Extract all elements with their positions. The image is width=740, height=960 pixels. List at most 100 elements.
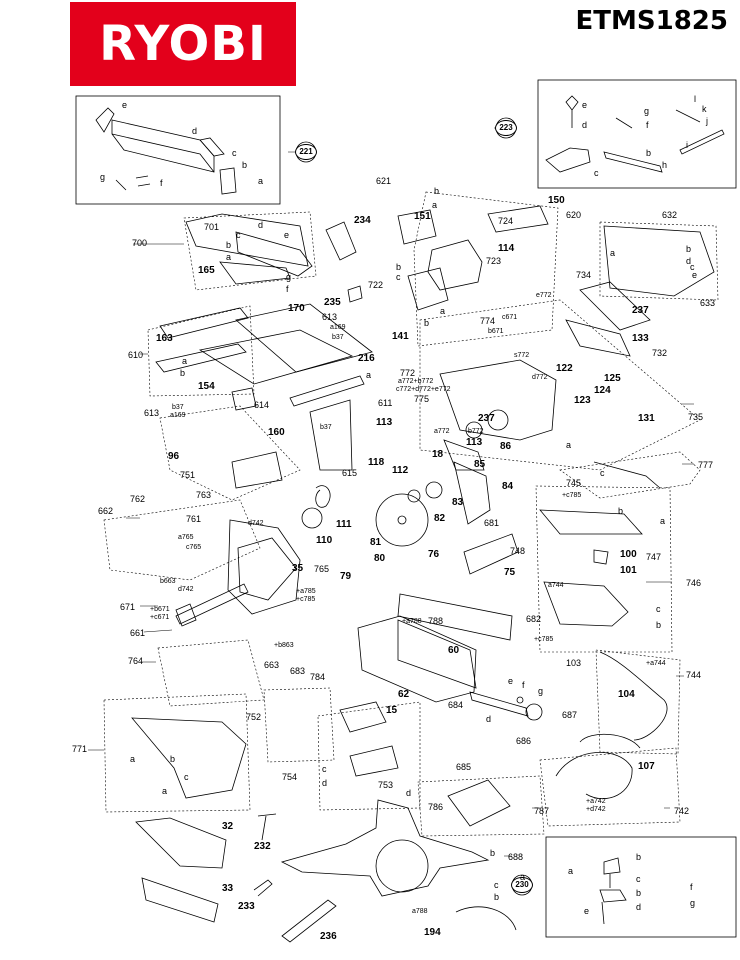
subpart-note: a772 [434, 428, 450, 435]
part-letter: f [286, 284, 289, 294]
slide-rod [469, 691, 529, 717]
part-callout: 752 [246, 712, 262, 722]
part-callout: 744 [686, 670, 702, 680]
part-callout: 747 [646, 552, 662, 562]
part-callout: 775 [414, 394, 430, 404]
kit-223-ref: 223 [495, 120, 517, 136]
subpart-note: a744 [548, 582, 564, 589]
lower-guard [453, 461, 491, 525]
subpart-note: +c785 [562, 492, 582, 499]
part-callout: 787 [534, 806, 550, 816]
rear-cover [407, 267, 449, 311]
side-extension [135, 817, 227, 869]
part-callout: 682 [526, 614, 542, 624]
part-callout: 723 [486, 256, 502, 266]
subpart-note: +b671 [150, 606, 170, 613]
part-letter: c [600, 468, 605, 478]
part-callout: 788 [428, 616, 444, 626]
subpart-note: a788 [412, 908, 428, 915]
subpart-note: +a785 [296, 588, 316, 595]
part-callout: 724 [498, 216, 514, 226]
subpart-note: +d742 [586, 806, 606, 813]
part-callout: 103 [566, 658, 582, 668]
kit-223-letter-b: b [646, 148, 652, 158]
handle-grip [235, 231, 313, 277]
part-callout: 151 [414, 211, 431, 222]
part-letter: d [322, 778, 328, 788]
rail-bar [289, 375, 365, 407]
motor-housing [427, 239, 483, 291]
subpart-note: a772+b772 [398, 378, 434, 385]
hex-key [253, 879, 273, 897]
part-callout: 111 [336, 519, 352, 530]
subpart-note: d742 [178, 586, 194, 593]
part-letter: b [490, 848, 496, 858]
belt-cover [579, 281, 651, 331]
throat-plate [539, 509, 643, 535]
subpart-note: a765 [178, 534, 194, 541]
kit-221-box [75, 95, 281, 205]
fence-end-cap [199, 137, 225, 157]
spring-coil [315, 485, 331, 508]
subpart-note: +c671 [150, 614, 170, 621]
cord-194 [455, 906, 517, 931]
part-callout: 685 [456, 762, 472, 772]
part-callout: 735 [688, 412, 704, 422]
part-callout: 772 [400, 368, 416, 378]
part-callout: 765 [314, 564, 330, 574]
part-callout: 662 [98, 506, 114, 516]
table-top [357, 615, 477, 703]
kit-223-letter-l: l [694, 94, 696, 104]
part-callout: 671 [120, 602, 136, 612]
subpart-note: c765 [186, 544, 202, 551]
subpart-note: +a788 [402, 618, 422, 625]
part-callout: 734 [576, 270, 592, 280]
depth-stop [545, 147, 591, 173]
part-letter: b [180, 368, 186, 378]
part-callout: 610 [128, 350, 144, 360]
drive-belt [565, 319, 631, 357]
model-number: ETMS1825 [575, 6, 728, 36]
subpart-note: s772 [514, 352, 530, 359]
subpart-note: +b863 [274, 642, 294, 649]
part-callout: 613 [144, 408, 160, 418]
kit-230-letter-a: a [568, 866, 574, 876]
part-callout: 237 [632, 305, 649, 316]
part-callout: 85 [474, 459, 486, 470]
part-callout: 81 [370, 537, 382, 548]
part-callout: 80 [374, 553, 386, 564]
part-callout: 194 [424, 927, 441, 938]
trigger-handle [219, 261, 291, 285]
part-callout: 687 [562, 710, 578, 720]
part-callout: 163 [156, 333, 173, 344]
kit-223-letter-d: d [582, 120, 588, 130]
part-letter: c [322, 764, 327, 774]
lock-plate [231, 451, 283, 489]
part-callout: 611 [378, 398, 393, 408]
shaft [175, 603, 197, 627]
part-letter: a [162, 786, 168, 796]
part-letter: c [656, 604, 661, 614]
kit-230-ref: 230 [511, 877, 533, 893]
kit-230-letter-e: e [584, 906, 590, 916]
subpart-note: b37 [332, 334, 344, 341]
part-callout: 686 [516, 736, 532, 746]
guard-housing [603, 225, 715, 297]
kit-221-letter-f: f [160, 178, 163, 188]
stop-bracket [231, 387, 257, 411]
kit-221-letter-g: g [100, 172, 106, 182]
part-letter: b [618, 506, 624, 516]
part-callout: 110 [316, 535, 333, 546]
laser-guide [593, 549, 609, 565]
part-callout: 150 [548, 195, 565, 206]
part-callout: 786 [428, 802, 444, 812]
part-letter: a [130, 754, 136, 764]
kit-230-letter-f: f [690, 882, 693, 892]
motor-arm [227, 519, 301, 615]
brand-logo: RYOBI [70, 2, 296, 86]
part-callout: 745 [566, 478, 582, 488]
guide-bar [603, 151, 663, 173]
subpart-note: d742 [248, 520, 264, 527]
part-callout: 79 [340, 571, 352, 582]
